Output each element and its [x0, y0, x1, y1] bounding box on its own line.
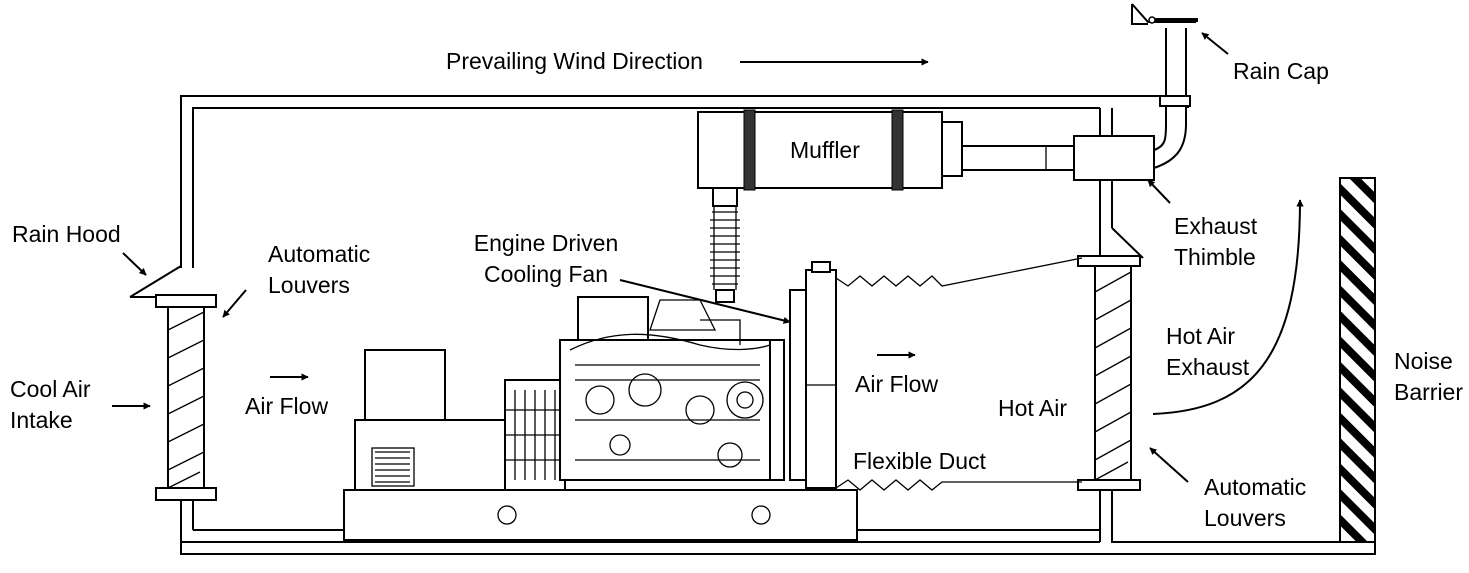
exhaust-thimble	[1073, 135, 1155, 181]
cool-air-intake-label: Cool Air Intake	[10, 376, 91, 433]
arrow-icon	[1201, 32, 1229, 55]
outlet-louvers	[1077, 227, 1144, 491]
automatic-louvers-outlet-label: Automatic Louvers	[1204, 474, 1307, 531]
rain-cap-label: Rain Cap	[1233, 58, 1329, 84]
arrow-icon	[1149, 447, 1189, 483]
arrow-icon	[122, 252, 147, 276]
air-flow-left-label: Air Flow	[245, 393, 329, 419]
generator-skid	[343, 489, 858, 541]
flexible-duct-upper	[835, 257, 1083, 287]
air-flow-right-label: Air Flow	[855, 371, 939, 397]
hot-air-exhaust-label: Hot Air Exhaust	[1166, 323, 1250, 380]
exhaust-pipe	[961, 145, 1075, 171]
radiator-icon	[789, 261, 837, 489]
arrow-icon	[1147, 179, 1171, 204]
hot-air-label: Hot Air	[998, 395, 1068, 421]
generator-icon	[354, 349, 566, 491]
muffler-label: Muffler	[790, 137, 860, 163]
engine-cooling-fan-label: Engine Driven Cooling Fan	[473, 230, 619, 287]
enclosure-walls	[180, 95, 1376, 555]
arrow-icon	[619, 279, 791, 324]
intake-louvers	[155, 294, 217, 501]
arrow-icon	[1152, 199, 1304, 415]
rain-cap	[1131, 3, 1198, 169]
prevailing-wind-label: Prevailing Wind Direction	[446, 48, 703, 74]
exhaust-thimble-label: Exhaust Thimble	[1174, 213, 1258, 270]
flexible-duct-label: Flexible Duct	[853, 448, 986, 474]
noise-barrier-label: Noise Barrier	[1394, 348, 1464, 405]
automatic-louvers-intake-label: Automatic Louvers	[268, 241, 371, 298]
rain-hood-label: Rain Hood	[12, 221, 121, 247]
noise-barrier	[1339, 177, 1376, 543]
muffler	[697, 109, 963, 191]
rain-hood	[129, 265, 182, 298]
engine-icon	[559, 296, 785, 481]
flexible-duct-lower	[835, 479, 1082, 491]
arrow-icon	[222, 289, 247, 318]
flex-exhaust-connector	[710, 187, 740, 303]
